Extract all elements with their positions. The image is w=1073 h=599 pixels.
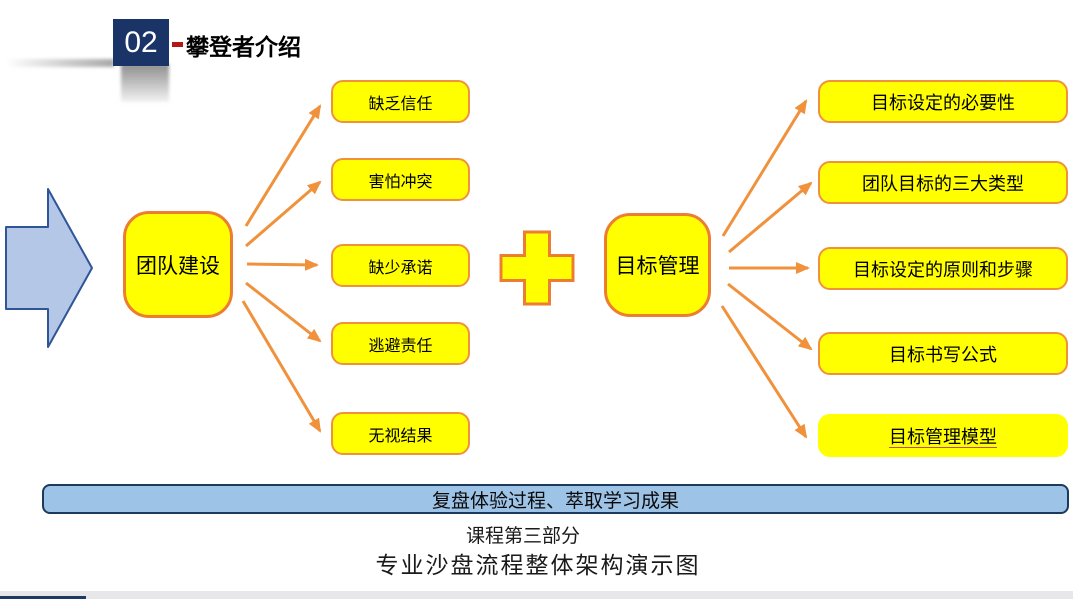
- header-dash: [172, 42, 183, 47]
- page-title: 攀登者介绍: [186, 34, 301, 60]
- summary-banner: 复盘体验过程、萃取学习成果: [42, 484, 1069, 514]
- right-item: 团队目标的三大类型: [818, 161, 1068, 204]
- right-item: 目标书写公式: [818, 332, 1068, 375]
- node-goal-management: 目标管理: [604, 213, 711, 317]
- left-item: 逃避责任: [331, 322, 470, 365]
- right-block-arrow-icon: [5, 188, 93, 348]
- connector-arrow: [728, 181, 813, 254]
- left-item: 缺乏信任: [331, 80, 470, 123]
- section-number-badge: 02: [113, 19, 169, 66]
- connector-arrow: [246, 258, 319, 271]
- header-rule-shadow: [6, 59, 114, 67]
- caption-line-2: 专业沙盘流程整体架构演示图: [375, 552, 701, 578]
- left-item: 无视结果: [331, 412, 470, 455]
- node-team-building: 团队建设: [123, 211, 233, 318]
- connector-arrow: [245, 281, 322, 343]
- bottom-strip: [0, 591, 1073, 599]
- connector-arrow: [720, 305, 808, 439]
- connector-arrow: [245, 180, 322, 248]
- caption-line-1: 课程第三部分: [465, 526, 580, 547]
- plus-icon: [499, 230, 575, 306]
- connector-arrow: [727, 282, 813, 351]
- section-badge-shadow: [121, 64, 169, 102]
- right-item: 目标设定的原则和步骤: [818, 247, 1068, 290]
- connector-arrow: [721, 99, 808, 237]
- right-item-link[interactable]: 目标管理模型: [818, 414, 1068, 457]
- left-item: 缺少承诺: [331, 244, 470, 287]
- left-item: 害怕冲突: [331, 158, 470, 201]
- connector-arrow: [241, 300, 322, 433]
- connector-arrow: [244, 104, 322, 227]
- bottom-left-navy-bar: [0, 596, 86, 599]
- right-item: 目标设定的必要性: [818, 80, 1068, 123]
